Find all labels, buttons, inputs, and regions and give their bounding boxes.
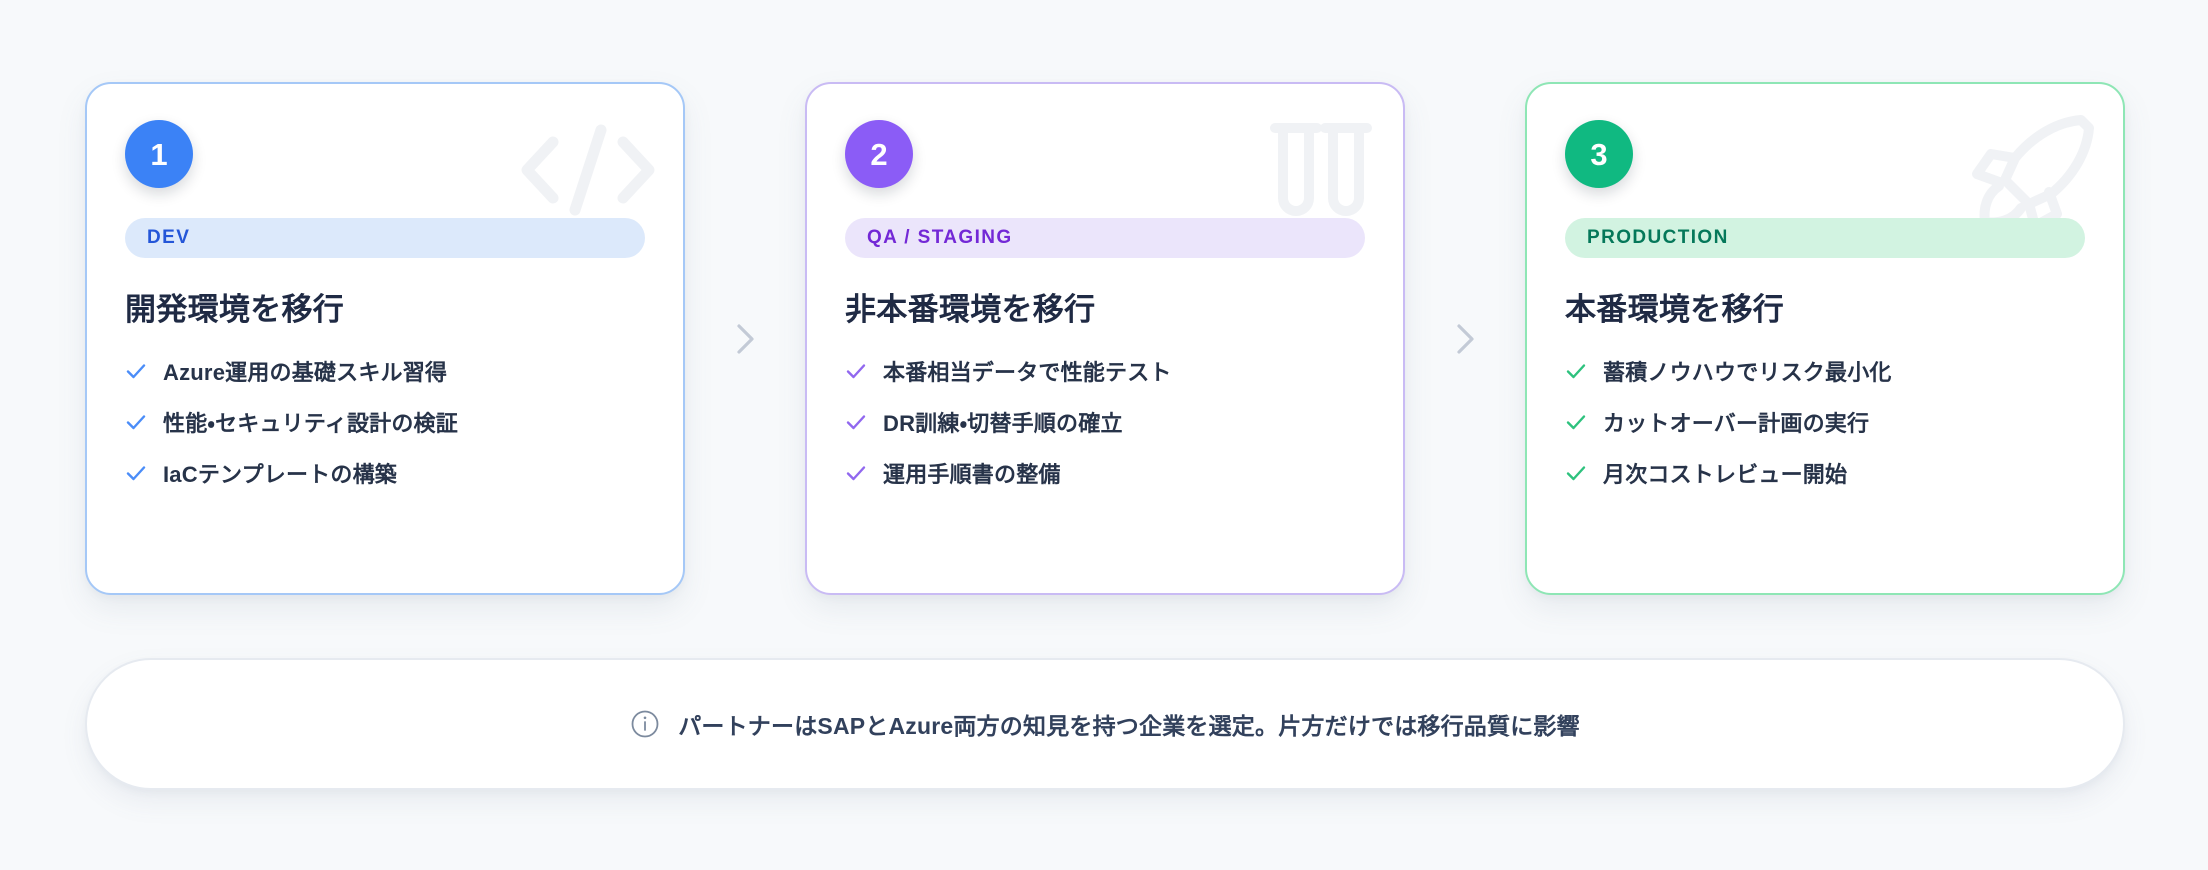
list-item: IaCテンプレートの構築 xyxy=(125,457,645,489)
phase-feature-list: 本番相当データで性能テスト DR訓練・切替手順の確立 xyxy=(845,355,1365,489)
list-item-label: 性能・セキュリティ設計の検証 xyxy=(163,411,458,436)
list-item-label: Azure運用の基礎スキル習得 xyxy=(163,360,448,385)
phase-card-2[interactable]: 2 QA / STAGING 非本番環境を移行 本番相当データで性能テスト xyxy=(805,82,1405,595)
check-icon xyxy=(845,411,867,433)
environment-tag: DEV xyxy=(125,218,645,258)
list-item: 運用手順書の整備 xyxy=(845,457,1365,489)
check-icon xyxy=(125,360,147,382)
check-icon xyxy=(1565,411,1587,433)
footer-note-text: パートナーはSAPとAzure両方の知見を持つ企業を選定。片方だけでは移行品質に… xyxy=(678,713,1580,739)
environment-tag: PRODUCTION xyxy=(1565,218,2085,258)
list-item: 性能・セキュリティ設計の検証 xyxy=(125,406,645,438)
code-brackets-icon xyxy=(513,110,663,230)
phase-cards-row: 1 DEV 開発環境を移行 Azure運用の基礎スキル習得 xyxy=(85,82,2125,595)
rocket-icon xyxy=(1953,110,2103,230)
list-item: 月次コストレビュー開始 xyxy=(1565,457,2085,489)
phase-feature-list: Azure運用の基礎スキル習得 性能・セキュリティ設計の検証 xyxy=(125,355,645,489)
phase-title: 開発環境を移行 xyxy=(125,292,345,327)
info-circle-icon xyxy=(630,709,660,739)
list-item-label: DR訓練・切替手順の確立 xyxy=(883,411,1123,436)
list-item: Azure運用の基礎スキル習得 xyxy=(125,355,645,387)
check-icon xyxy=(1565,462,1587,484)
phase-number-badge: 1 xyxy=(125,120,193,188)
test-tubes-icon xyxy=(1233,110,1383,230)
check-icon xyxy=(845,360,867,382)
phase-number-badge: 3 xyxy=(1565,120,1633,188)
list-item-label: カットオーバー計画の実行 xyxy=(1603,411,1870,436)
check-icon xyxy=(1565,360,1587,382)
phase-card-1[interactable]: 1 DEV 開発環境を移行 Azure運用の基礎スキル習得 xyxy=(85,82,685,595)
phase-feature-list: 蓄積ノウハウでリスク最小化 カットオーバー計画の実行 xyxy=(1565,355,2085,489)
check-icon xyxy=(125,411,147,433)
list-item: カットオーバー計画の実行 xyxy=(1565,406,2085,438)
check-icon xyxy=(125,462,147,484)
phase-number-badge: 2 xyxy=(845,120,913,188)
list-item: 蓄積ノウハウでリスク最小化 xyxy=(1565,355,2085,387)
chevron-right-icon xyxy=(1405,82,1525,595)
phase-title: 非本番環境を移行 xyxy=(845,292,1096,327)
footer-note: パートナーはSAPとAzure両方の知見を持つ企業を選定。片方だけでは移行品質に… xyxy=(85,658,2125,790)
list-item: 本番相当データで性能テスト xyxy=(845,355,1365,387)
list-item-label: 本番相当データで性能テスト xyxy=(883,360,1172,385)
list-item: DR訓練・切替手順の確立 xyxy=(845,406,1365,438)
phase-card-3[interactable]: 3 PRODUCTION 本番環境を移行 蓄積ノウハウでリスク最小化 xyxy=(1525,82,2125,595)
list-item-label: IaCテンプレートの構築 xyxy=(163,462,397,487)
environment-tag: QA / STAGING xyxy=(845,218,1365,258)
chevron-right-icon xyxy=(685,82,805,595)
list-item-label: 蓄積ノウハウでリスク最小化 xyxy=(1603,360,1892,385)
check-icon xyxy=(845,462,867,484)
list-item-label: 運用手順書の整備 xyxy=(883,462,1061,487)
list-item-label: 月次コストレビュー開始 xyxy=(1603,462,1848,487)
phase-title: 本番環境を移行 xyxy=(1565,292,1785,327)
